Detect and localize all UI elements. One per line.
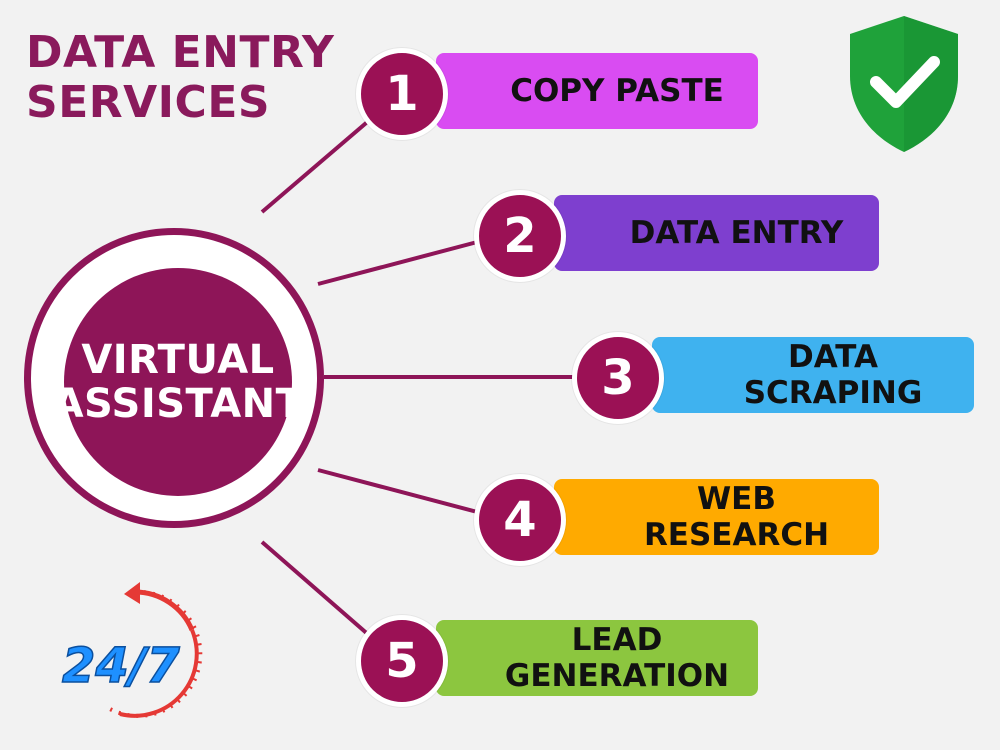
service-bar-3: DATA SCRAPING	[652, 337, 974, 413]
service-number-1: 1	[356, 48, 448, 140]
hub-line-2: ASSISTANT	[52, 381, 304, 427]
service-bar-1: COPY PASTE	[436, 53, 758, 129]
service-number-2: 2	[474, 190, 566, 282]
hub-circle: VIRTUAL ASSISTANT	[53, 268, 303, 496]
service-1-label-line-1: COPY PASTE	[510, 73, 724, 109]
service-4-label-line-2: RESEARCH	[643, 517, 830, 553]
hub-line-1: VIRTUAL	[81, 337, 275, 383]
shield-check-icon	[850, 16, 958, 152]
service-5-label-line-1: LEAD	[571, 622, 663, 658]
service-bar-2: DATA ENTRY	[554, 195, 879, 271]
connector-4	[317, 468, 501, 520]
service-3-label-line-1: DATA	[787, 339, 879, 375]
service-4-label-line-1: WEB	[696, 481, 776, 517]
service-5-label-line-2: GENERATION	[504, 658, 730, 694]
connector-2	[317, 234, 501, 286]
service-number-3: 3	[572, 332, 664, 424]
service-number-5: 5	[356, 615, 448, 707]
title-line-2: SERVICES	[26, 77, 271, 128]
clock-24-7-icon: 24/7	[61, 582, 203, 718]
service-bar-5: LEAD GENERATION	[436, 620, 758, 696]
page-title: DATA ENTRY SERVICES	[26, 28, 334, 128]
title-line-1: DATA ENTRY	[26, 27, 335, 78]
service-bar-4: WEB RESEARCH	[554, 479, 879, 555]
connector-1	[260, 104, 388, 214]
service-number-4: 4	[474, 474, 566, 566]
badge-24-7: 24/7	[62, 638, 180, 694]
service-2-label-line-1: DATA ENTRY	[629, 215, 844, 251]
service-3-label-line-2: SCRAPING	[743, 375, 923, 411]
